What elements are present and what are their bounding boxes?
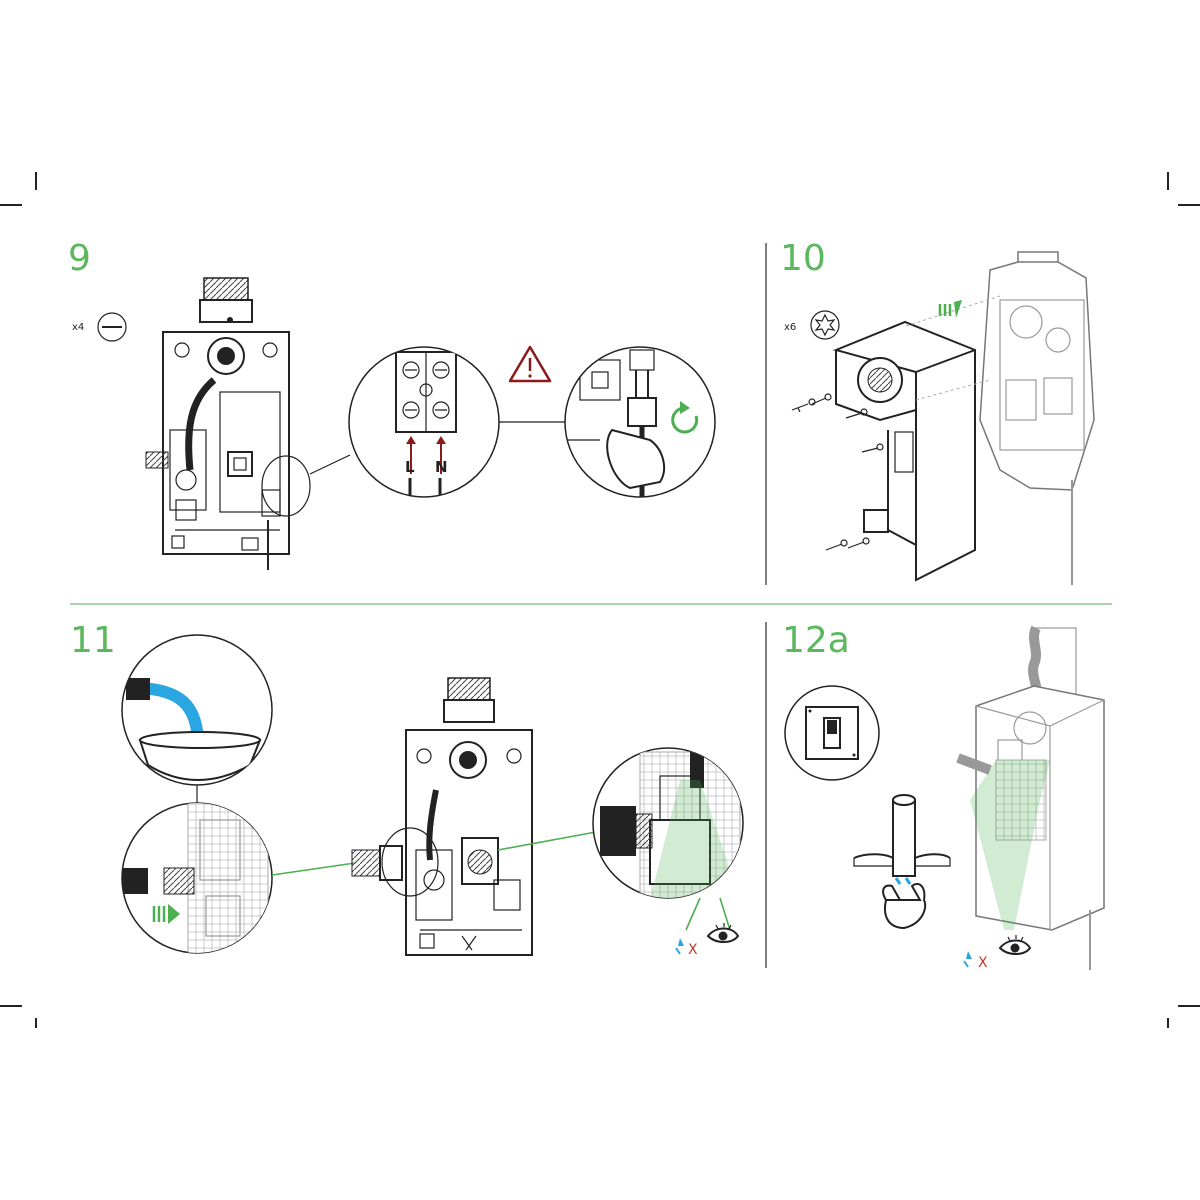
eye-icon [998,935,1032,955]
flat-screwdriver-icon [97,312,127,342]
back-plate [979,251,1095,585]
cable-clamp-detail [564,346,716,498]
torx-screw-icon [810,310,840,340]
shower-head-hand [853,794,951,930]
no-leak-icon: X [675,938,698,958]
step-10-panel: 10 x6 [780,238,1095,585]
step-number: 10 [780,238,826,279]
crop-marks [0,172,1200,1028]
step-12a-panel: 12a [782,620,1105,971]
leak-check-mark: X [688,942,698,958]
quantity-label: x4 [72,322,84,333]
rotate-clockwise-icon [671,401,699,434]
leak-check-mark: X [978,955,988,971]
no-leak-icon: X [963,951,988,971]
step-number: 11 [70,620,116,661]
shower-unit-chassis [145,277,290,570]
terminal-label-live: L [405,458,415,476]
shower-unit-chassis [351,677,533,956]
shower-unit-housing [956,625,1105,970]
hose-connection-detail [121,802,273,954]
terminal-block-detail: L N [348,346,500,498]
light-switch-icon [784,685,880,781]
screws [791,393,884,551]
step-9-panel: 9 x4 [68,238,716,570]
terminal-label-neutral: N [435,458,448,476]
panel-dividers [70,243,1112,968]
front-cover [832,295,1001,582]
leak-check-detail [592,747,744,899]
zoom-region [261,455,311,517]
quantity-label: x6 [784,322,796,333]
step-number: 9 [68,238,91,279]
step-11-panel: 11 [70,620,744,958]
push-arrow-icon [938,300,962,318]
flush-pipe-detail [121,634,273,786]
push-arrow-icon [152,904,180,924]
eye-icon [706,923,740,943]
warning-icon [508,345,552,383]
step-number: 12a [782,620,850,661]
